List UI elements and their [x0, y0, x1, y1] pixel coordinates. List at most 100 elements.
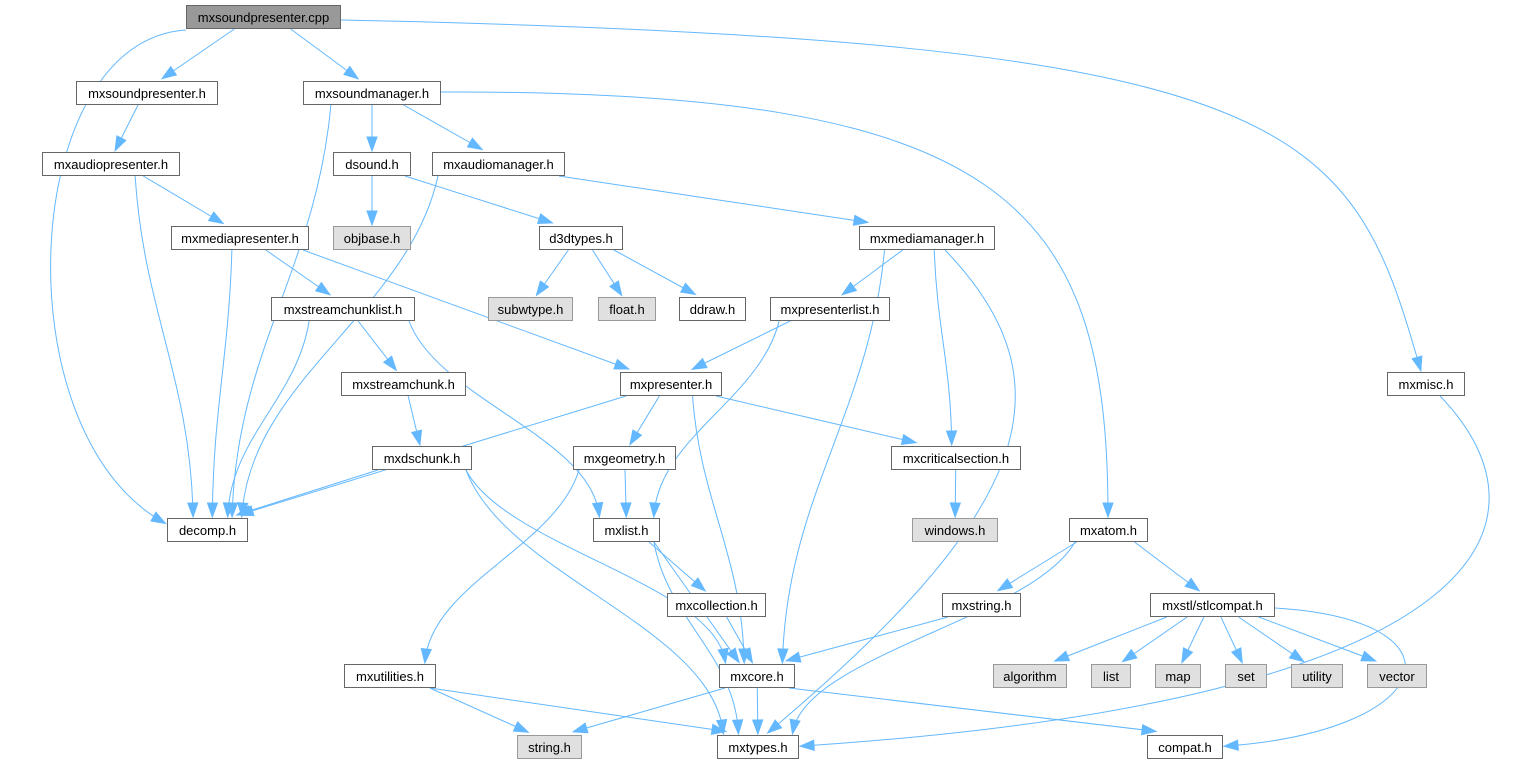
edge-util-to-types: [429, 687, 724, 732]
node-mxmediamanager-h[interactable]: mxmediamanager.h: [859, 226, 995, 250]
edge-mscl-to-list_h: [408, 320, 600, 515]
node-mxcriticalsection-h[interactable]: mxcriticalsection.h: [891, 446, 1021, 470]
edge-stl-to-vector: [1258, 616, 1374, 661]
arrowhead-icon: [690, 357, 708, 370]
node-subwtype-h[interactable]: subwtype.h: [488, 297, 573, 321]
edge-msmh-to-atom: [440, 91, 1109, 515]
node-algorithm[interactable]: algorithm: [993, 664, 1067, 688]
node-mxutilities-h[interactable]: mxutilities.h: [344, 664, 436, 688]
arrowhead-icon: [314, 281, 332, 296]
node-utility[interactable]: utility: [1291, 664, 1343, 688]
edge-maph-to-mmph: [142, 175, 221, 223]
node-vector[interactable]: vector: [1367, 664, 1427, 688]
arrowhead-icon: [777, 648, 789, 665]
arrowhead-icon: [789, 718, 801, 736]
node-mxgeometry-h[interactable]: mxgeometry.h: [573, 446, 676, 470]
node-set[interactable]: set: [1225, 664, 1267, 688]
node-dsound-h[interactable]: dsound.h: [333, 152, 411, 176]
arrowhead-icon: [150, 511, 167, 525]
edge-atom-to-stl: [1134, 541, 1198, 590]
edge-dsc-to-types: [465, 469, 724, 732]
arrowhead-icon: [710, 723, 728, 735]
arrowhead-icon: [945, 430, 958, 447]
arrowhead-icon: [207, 211, 225, 225]
node-mxmisc-h[interactable]: mxmisc.h: [1387, 372, 1465, 396]
arrowhead-icon: [343, 65, 360, 80]
node-compat-h[interactable]: compat.h: [1147, 735, 1223, 759]
node-float-h[interactable]: float.h: [598, 297, 656, 321]
node-map[interactable]: map: [1155, 664, 1201, 688]
arrowhead-icon: [740, 647, 754, 664]
arrowhead-icon: [591, 501, 604, 519]
node-windows-h[interactable]: windows.h: [912, 518, 998, 542]
arrowhead-icon: [840, 281, 858, 296]
edge-mp-to-crit: [715, 395, 914, 443]
arrowhead-icon: [629, 429, 643, 446]
node-decomp-h[interactable]: decomp.h: [167, 518, 248, 542]
arrowhead-icon: [996, 578, 1014, 592]
arrowhead-icon: [114, 135, 127, 153]
node-d3dtypes-h[interactable]: d3dtypes.h: [539, 226, 623, 250]
node-list[interactable]: list: [1091, 664, 1131, 688]
node-mxatom-h[interactable]: mxatom.h: [1069, 518, 1148, 542]
node-mxtypes-h[interactable]: mxtypes.h: [717, 735, 799, 759]
node-mxsoundpresenter-h[interactable]: mxsoundpresenter.h: [76, 81, 218, 105]
arrowhead-icon: [1411, 355, 1423, 373]
arrowhead-icon: [382, 355, 398, 372]
node-mxaudiopresenter-h[interactable]: mxaudiopresenter.h: [42, 152, 180, 176]
node-mxaudiomanager-h[interactable]: mxaudiomanager.h: [432, 152, 565, 176]
edge-dsc-to-decomp: [239, 469, 379, 515]
node-mxstring-h[interactable]: mxstring.h: [942, 593, 1021, 617]
edge-mstr-to-core: [788, 616, 949, 661]
node-ddraw-h[interactable]: ddraw.h: [679, 297, 746, 321]
edge-dsound-to-d3d: [404, 175, 550, 223]
edge-mamh-to-mmmh: [558, 175, 866, 223]
node-mxpresenter-h[interactable]: mxpresenter.h: [620, 372, 722, 396]
edge-core-to-string: [575, 687, 726, 732]
arrowhead-icon: [949, 502, 962, 519]
arrowhead-icon: [798, 739, 815, 751]
node-mxcollection-h[interactable]: mxcollection.h: [667, 593, 766, 617]
edge-list_h-to-types: [653, 541, 739, 732]
arrowhead-icon: [609, 280, 623, 297]
arrowhead-icon: [1184, 577, 1201, 592]
arrowhead-icon: [206, 502, 219, 519]
arrowhead-icon: [679, 282, 697, 296]
arrowhead-icon: [571, 722, 589, 734]
arrowhead-icon: [420, 647, 433, 665]
node-mxsoundpresenter-cpp[interactable]: mxsoundpresenter.cpp: [186, 5, 341, 29]
node-mxlist-h[interactable]: mxlist.h: [593, 518, 660, 542]
arrowhead-icon: [1053, 650, 1071, 662]
node-mxdschunk-h[interactable]: mxdschunk.h: [372, 446, 472, 470]
node-mxstreamchunklist-h[interactable]: mxstreamchunklist.h: [271, 297, 415, 321]
arrowhead-icon: [731, 719, 744, 736]
arrowhead-icon: [1230, 647, 1243, 665]
edge-mmmh-to-crit: [933, 249, 953, 443]
edge-mmph-to-mp: [302, 249, 627, 369]
arrowhead-icon: [222, 502, 235, 519]
node-mxstl-stlcompat-h[interactable]: mxstl/stlcompat.h: [1150, 593, 1275, 617]
node-mxmediapresenter-h[interactable]: mxmediapresenter.h: [171, 226, 309, 250]
arrowhead-icon: [1181, 647, 1194, 665]
arrowhead-icon: [751, 719, 764, 736]
edge-mscl-to-decomp: [227, 320, 310, 515]
arrowhead-icon: [690, 577, 707, 592]
edge-core-to-compat: [788, 687, 1154, 732]
arrowhead-icon: [613, 358, 631, 370]
node-mxpresenterlist-h[interactable]: mxpresenterlist.h: [770, 297, 890, 321]
node-string-h[interactable]: string.h: [517, 735, 582, 759]
edge-d3d-to-ddraw: [613, 249, 694, 294]
node-mxstreamchunk-h[interactable]: mxstreamchunk.h: [341, 372, 466, 396]
arrowhead-icon: [1288, 648, 1306, 663]
edge-atom-to-types: [792, 541, 1076, 732]
edge-mmmh-to-types: [769, 249, 1016, 732]
node-mxsoundmanager-h[interactable]: mxsoundmanager.h: [303, 81, 441, 105]
node-mxcore-h[interactable]: mxcore.h: [719, 664, 795, 688]
edge-util-to-string: [429, 687, 526, 732]
arrowhead-icon: [410, 429, 423, 447]
arrowhead-icon: [1121, 648, 1138, 663]
edge-mp-to-core: [692, 395, 745, 661]
arrowhead-icon: [766, 719, 783, 734]
node-objbase-h[interactable]: objbase.h: [333, 226, 411, 250]
